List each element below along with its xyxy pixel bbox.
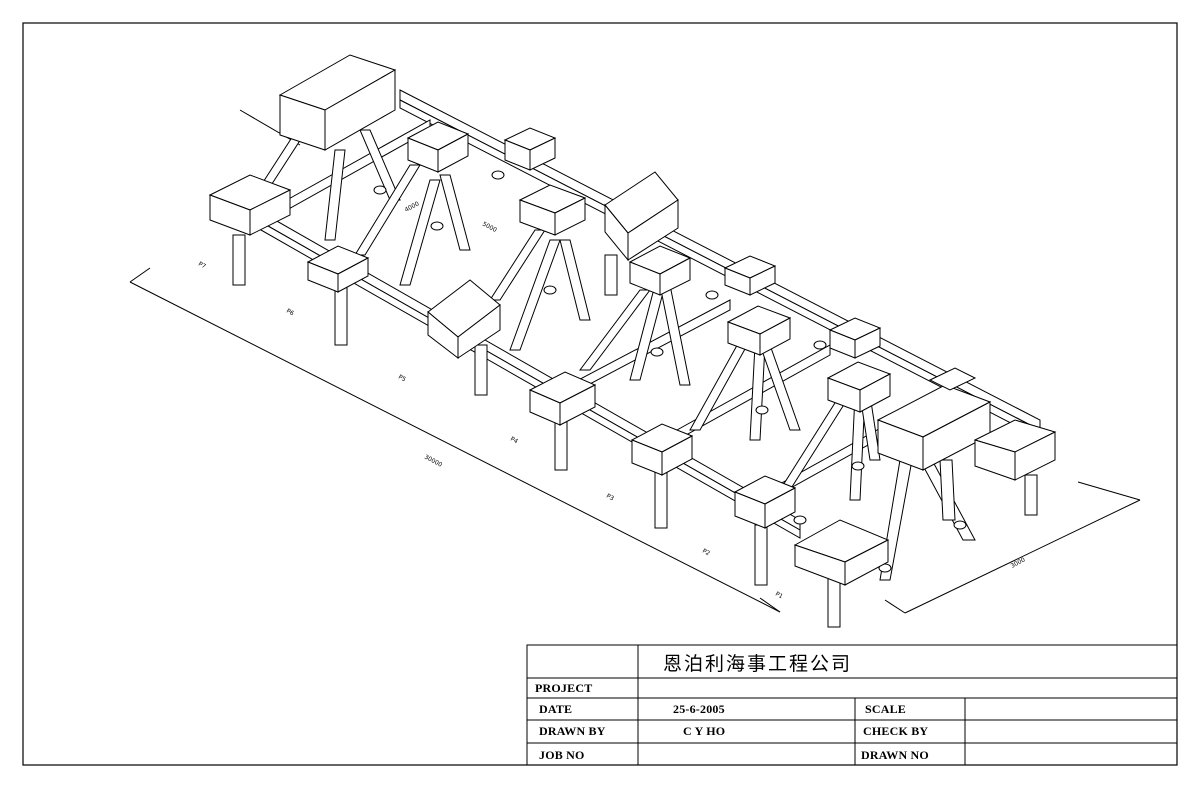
pile-holes xyxy=(373,170,967,573)
pier-label-p1: P1 xyxy=(774,591,784,601)
drawn-by-value: C Y HO xyxy=(683,724,726,738)
job-no-label: JOB NO xyxy=(539,748,585,762)
pier-label-p2: P2 xyxy=(701,548,711,558)
dim-label-3: 3000 xyxy=(1010,556,1027,569)
check-by-label: CHECK BY xyxy=(863,724,929,738)
scale-label: SCALE xyxy=(865,702,907,716)
dim-label-1: 5000 xyxy=(481,221,498,234)
dim-label-2: 30000 xyxy=(423,454,443,469)
dimension-lines xyxy=(129,109,1141,614)
date-value: 25-6-2005 xyxy=(673,702,725,716)
drawn-by-label: DRAWN BY xyxy=(539,724,606,738)
pile-caps xyxy=(208,54,1057,586)
pier-label-p7: P7 xyxy=(197,261,207,271)
company-name: 恩泊利海事工程公司 xyxy=(663,653,853,675)
pier-label-p5: P5 xyxy=(397,374,407,384)
date-label: DATE xyxy=(539,702,573,716)
dim-label-4: 4000 xyxy=(404,200,421,213)
project-label: PROJECT xyxy=(535,681,593,695)
title-block: 恩泊利海事工程公司 PROJECT DATE 25-6-2005 SCALE D… xyxy=(527,645,1177,765)
drawn-no-label: DRAWN NO xyxy=(861,748,929,762)
isometric-pier-structure xyxy=(129,54,1141,628)
pier-label-p4: P4 xyxy=(509,436,519,446)
pier-label-p3: P3 xyxy=(605,493,615,503)
title-block-grid xyxy=(526,644,1178,766)
pier-label-p6: P6 xyxy=(285,308,295,318)
